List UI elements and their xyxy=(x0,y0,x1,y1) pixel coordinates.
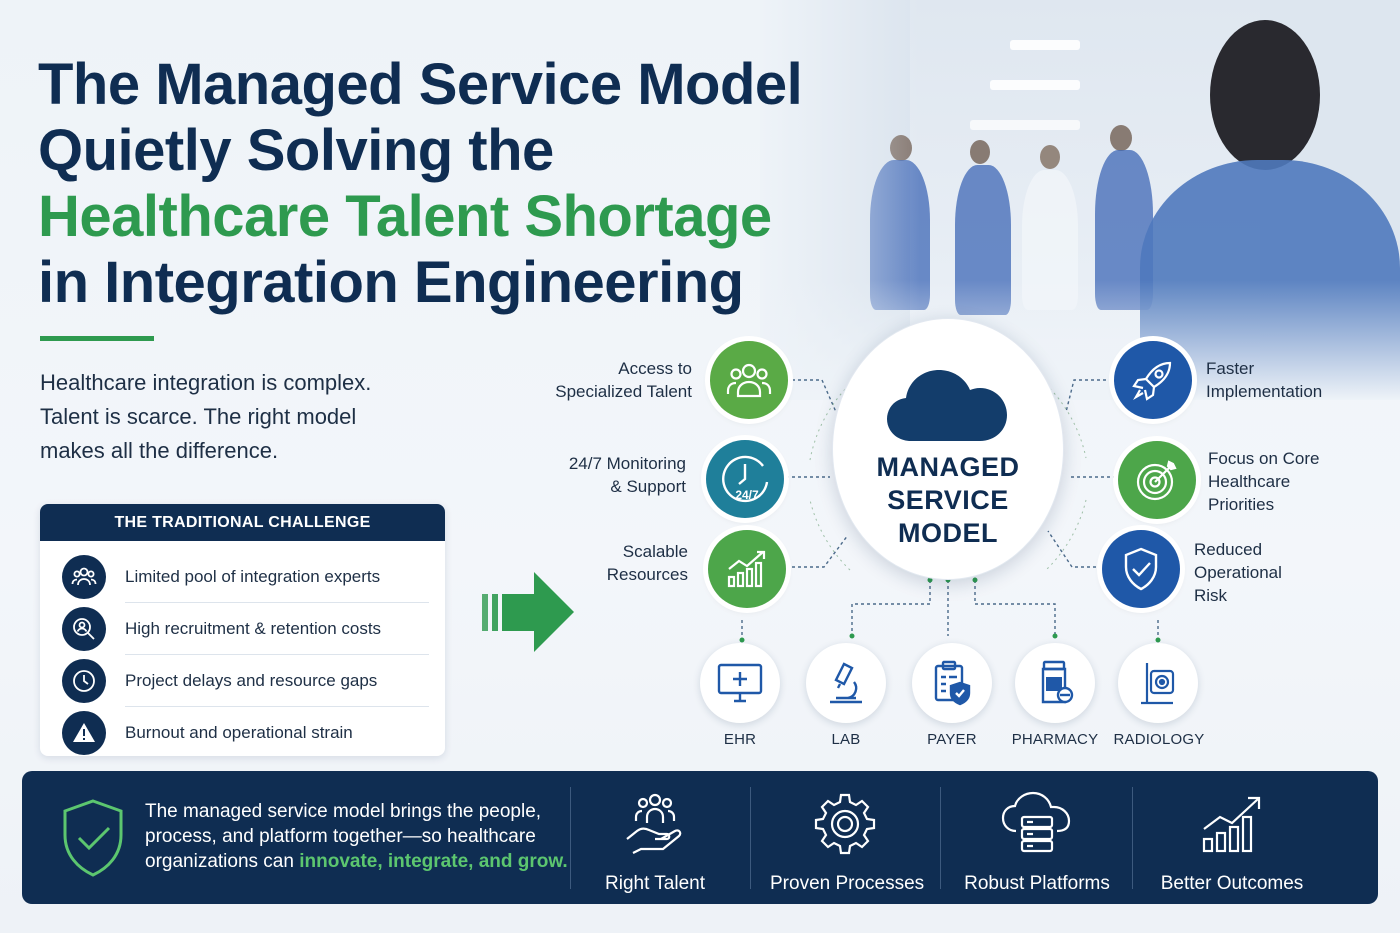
pillar-label: Better Outcomes xyxy=(1160,873,1304,894)
pillar-label: Robust Platforms xyxy=(964,873,1110,894)
benefit-label-faster: Faster Implementation xyxy=(1206,357,1366,403)
growth-chart-icon xyxy=(708,530,786,608)
pillar-right-talent: Right Talent xyxy=(595,789,715,895)
hub-label-line-2: SERVICE xyxy=(887,485,1009,515)
title-underline xyxy=(40,336,154,341)
summary-banner: The managed service model brings the peo… xyxy=(22,771,1378,904)
intro-text: Healthcare integration is complex. Talen… xyxy=(40,366,460,468)
banner-divider xyxy=(1132,787,1133,889)
people-icon xyxy=(62,555,106,599)
managed-service-hub: MANAGED SERVICE MODEL xyxy=(832,318,1064,580)
benefit-label-line: Specialized Talent xyxy=(555,382,692,401)
benefit-label-scalable: Scalable Resources xyxy=(540,540,688,586)
title-highlight: Healthcare Talent Shortage xyxy=(38,184,772,249)
benefit-label-focus: Focus on Core Healthcare Priorities xyxy=(1208,447,1368,516)
benefit-label-line: Priorities xyxy=(1208,495,1275,514)
xray-icon xyxy=(1118,643,1198,723)
challenge-heading: THE TRADITIONAL CHALLENGE xyxy=(40,504,445,541)
search-person-icon xyxy=(62,607,106,651)
hub-label: MANAGED SERVICE MODEL xyxy=(833,451,1063,550)
system-label-radiology: RADIOLOGY xyxy=(1113,731,1205,748)
banner-divider xyxy=(570,787,571,889)
hand-people-icon xyxy=(595,789,715,859)
arrow-right-icon xyxy=(482,572,574,652)
benefit-label-line: Faster xyxy=(1206,359,1255,378)
banner-message: The managed service model brings the peo… xyxy=(145,799,575,874)
benefit-label-line: Focus on Core xyxy=(1208,449,1320,468)
challenge-item: High recruitment & retention costs xyxy=(62,603,429,655)
people-icon xyxy=(710,341,788,419)
benefit-label-line: Access to xyxy=(618,359,692,378)
challenge-item-label: High recruitment & retention costs xyxy=(125,603,429,655)
benefit-label-risk: Reduced Operational Risk xyxy=(1194,538,1354,607)
title-line-2: Quietly Solving the xyxy=(38,118,554,183)
title-line-4: in Integration Engineering xyxy=(38,250,744,315)
challenge-item: Limited pool of integration experts xyxy=(62,551,429,603)
banner-message-highlight: innovate, integrate, and grow. xyxy=(299,851,568,872)
warning-icon xyxy=(62,711,106,755)
gear-icon xyxy=(770,789,920,859)
hub-label-line-1: MANAGED xyxy=(876,452,1020,482)
benefit-label-line: & Support xyxy=(610,477,686,496)
growth-chart-icon xyxy=(1157,789,1307,859)
microscope-icon xyxy=(806,643,886,723)
clipboard-shield-icon xyxy=(912,643,992,723)
pillar-better-outcomes: Better Outcomes xyxy=(1157,789,1307,895)
system-label-pharmacy: PHARMACY xyxy=(1011,731,1099,748)
benefit-label-line: Healthcare xyxy=(1208,472,1291,491)
clock-247-icon: 24/7 xyxy=(706,440,784,518)
intro-line-1: Healthcare integration is complex. xyxy=(40,370,372,395)
challenge-item: Burnout and operational strain xyxy=(62,707,429,756)
page-title: The Managed Service Model Quietly Solvin… xyxy=(38,52,838,316)
target-icon xyxy=(1118,441,1196,519)
benefit-label-line: Risk xyxy=(1194,586,1228,605)
system-label-payer: PAYER xyxy=(927,731,977,748)
monitor-medical-icon xyxy=(700,643,780,723)
benefit-label-line: Reduced xyxy=(1194,540,1263,559)
benefit-label-specialized-talent: Access to Specialized Talent xyxy=(510,357,692,403)
hub-label-line-3: MODEL xyxy=(898,518,998,548)
shield-check-icon xyxy=(63,799,123,877)
clock-icon xyxy=(62,659,106,703)
benefit-label-line: Resources xyxy=(606,565,688,584)
banner-divider xyxy=(940,787,941,889)
shield-check-icon xyxy=(1102,530,1180,608)
benefit-label-monitoring: 24/7 Monitoring & Support xyxy=(520,452,686,498)
intro-line-2: Talent is scarce. The right model xyxy=(40,404,357,429)
banner-divider xyxy=(750,787,751,889)
challenge-item: Project delays and resource gaps xyxy=(62,655,429,707)
cloud-icon xyxy=(887,370,1007,441)
pill-bottle-icon xyxy=(1015,643,1095,723)
benefit-label-line: Operational xyxy=(1194,563,1282,582)
pillar-robust-platforms: Robust Platforms xyxy=(962,789,1112,895)
challenge-item-label: Project delays and resource gaps xyxy=(125,655,429,707)
banner-message-text: The managed service model brings the peo… xyxy=(145,801,542,872)
rocket-icon xyxy=(1114,341,1192,419)
challenge-item-label: Burnout and operational strain xyxy=(125,723,353,742)
hospital-corridor-photo xyxy=(760,0,1400,400)
benefit-label-line: Scalable xyxy=(622,542,688,561)
cloud-server-icon xyxy=(962,789,1112,859)
traditional-challenge-card: THE TRADITIONAL CHALLENGE Limited pool o… xyxy=(40,504,445,756)
benefit-label-line: Implementation xyxy=(1206,382,1323,401)
pillar-proven-processes: Proven Processes xyxy=(770,789,925,895)
system-label-ehr: EHR xyxy=(723,731,757,748)
pillar-label: Proven Processes xyxy=(770,873,925,894)
intro-line-3: makes all the difference. xyxy=(40,438,279,463)
benefit-label-line: 24/7 Monitoring xyxy=(568,454,686,473)
challenge-item-label: Limited pool of integration experts xyxy=(125,551,429,603)
clock-247-text: 24/7 xyxy=(735,488,759,502)
pillar-label: Right Talent xyxy=(605,873,705,894)
system-label-lab: LAB xyxy=(831,731,861,748)
title-line-1: The Managed Service Model xyxy=(38,52,803,117)
